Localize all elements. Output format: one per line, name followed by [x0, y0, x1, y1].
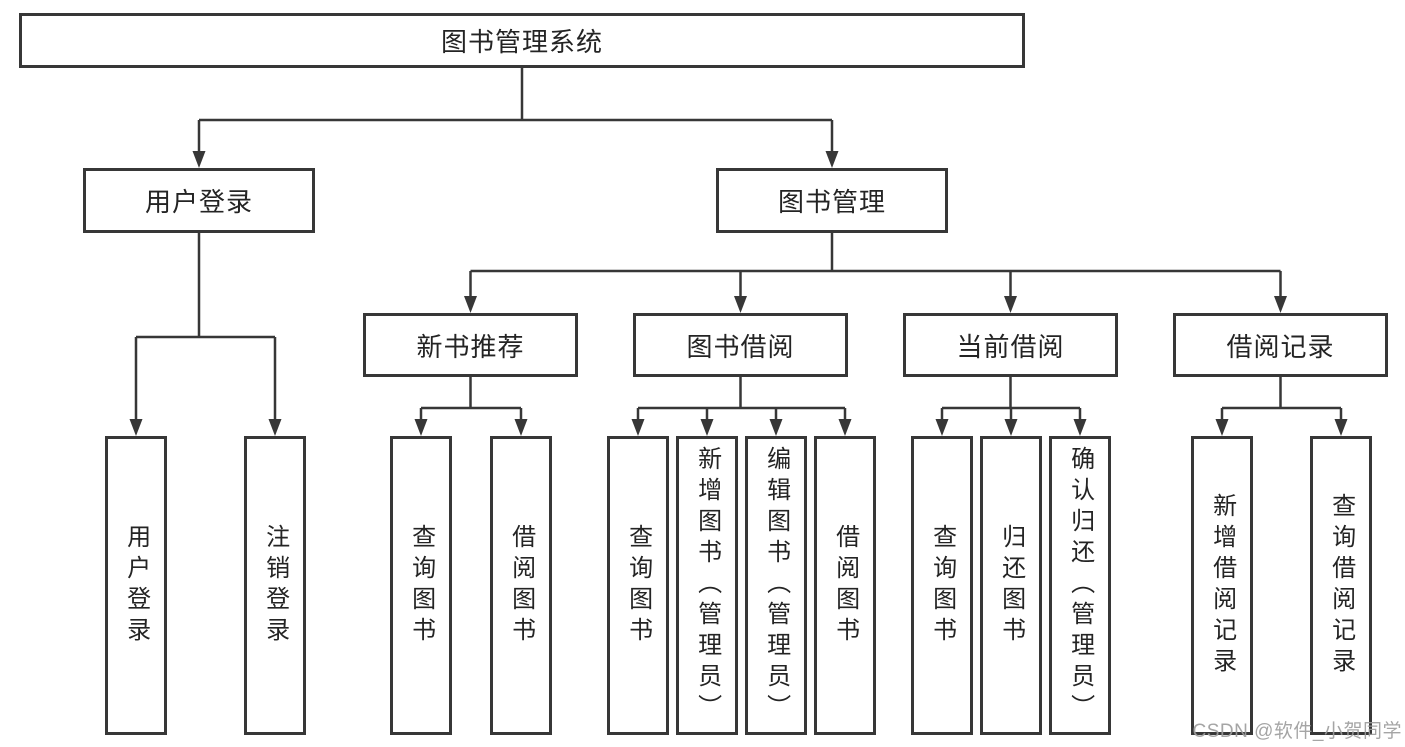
leaf-current-confirm-return-admin: 确认归还（管理员）: [1049, 436, 1111, 735]
connector-book-borrow-to-leaves: [631, 377, 852, 436]
node-user-login: 用户登录: [83, 168, 315, 233]
node-current-borrow-label: 当前借阅: [956, 331, 1065, 362]
node-current-borrow: 当前借阅: [903, 313, 1118, 377]
leaf-borrow-query-books-label: 查询图书: [624, 523, 652, 648]
leaf-records-query-record: 查询借阅记录: [1310, 436, 1372, 735]
node-root-label: 图书管理系统: [440, 27, 603, 57]
leaf-recommend-borrow-books-label: 借阅图书: [507, 523, 535, 648]
connector-current-borrow-to-leaves: [935, 377, 1087, 436]
node-new-book-recommend-label: 新书推荐: [416, 331, 525, 362]
leaf-current-return-books: 归还图书: [980, 436, 1042, 735]
node-book-borrow-label: 图书借阅: [686, 331, 795, 362]
node-book-management: 图书管理: [716, 168, 948, 233]
connector-borrow-records-to-leaves: [1215, 377, 1348, 436]
leaf-current-confirm-return-admin-label: 确认归还（管理员）: [1066, 446, 1094, 725]
leaf-recommend-borrow-books: 借阅图书: [490, 436, 552, 735]
leaf-user-login-label: 用户登录: [122, 523, 150, 648]
node-new-book-recommend: 新书推荐: [363, 313, 578, 377]
connector-root-to-level2: [192, 68, 839, 168]
node-book-borrow: 图书借阅: [633, 313, 848, 377]
leaf-records-add-record: 新增借阅记录: [1191, 436, 1253, 735]
connector-user-login-to-leaves: [129, 233, 282, 436]
leaf-borrow-edit-books-admin: 编辑图书（管理员）: [745, 436, 807, 735]
node-root-system: 图书管理系统: [19, 13, 1025, 68]
leaf-borrow-borrow-books-label: 借阅图书: [831, 523, 859, 648]
leaf-borrow-borrow-books: 借阅图书: [814, 436, 876, 735]
node-borrow-records-label: 借阅记录: [1226, 331, 1335, 362]
leaf-logout-label: 注销登录: [261, 523, 289, 648]
leaf-current-query-books: 查询图书: [911, 436, 973, 735]
leaf-current-return-books-label: 归还图书: [997, 523, 1025, 648]
connector-new-book-recommend-to-leaves: [414, 377, 528, 436]
node-book-management-label: 图书管理: [777, 187, 886, 217]
leaf-borrow-query-books: 查询图书: [607, 436, 669, 735]
node-borrow-records: 借阅记录: [1173, 313, 1388, 377]
leaf-recommend-query-books-label: 查询图书: [407, 523, 435, 648]
leaf-borrow-add-books-admin-label: 新增图书（管理员）: [693, 446, 721, 725]
leaf-logout: 注销登录: [244, 436, 306, 735]
leaf-user-login: 用户登录: [105, 436, 167, 735]
node-user-login-label: 用户登录: [144, 187, 253, 217]
leaf-borrow-add-books-admin: 新增图书（管理员）: [676, 436, 738, 735]
connector-book-management-to-level3: [464, 233, 1287, 313]
csdn-watermark: CSDN @软件_小贺同学: [1192, 721, 1402, 742]
leaf-records-add-record-label: 新增借阅记录: [1208, 492, 1236, 679]
leaf-borrow-edit-books-admin-label: 编辑图书（管理员）: [762, 446, 790, 725]
leaf-recommend-query-books: 查询图书: [390, 436, 452, 735]
leaf-records-query-record-label: 查询借阅记录: [1327, 492, 1355, 679]
leaf-current-query-books-label: 查询图书: [928, 523, 956, 648]
